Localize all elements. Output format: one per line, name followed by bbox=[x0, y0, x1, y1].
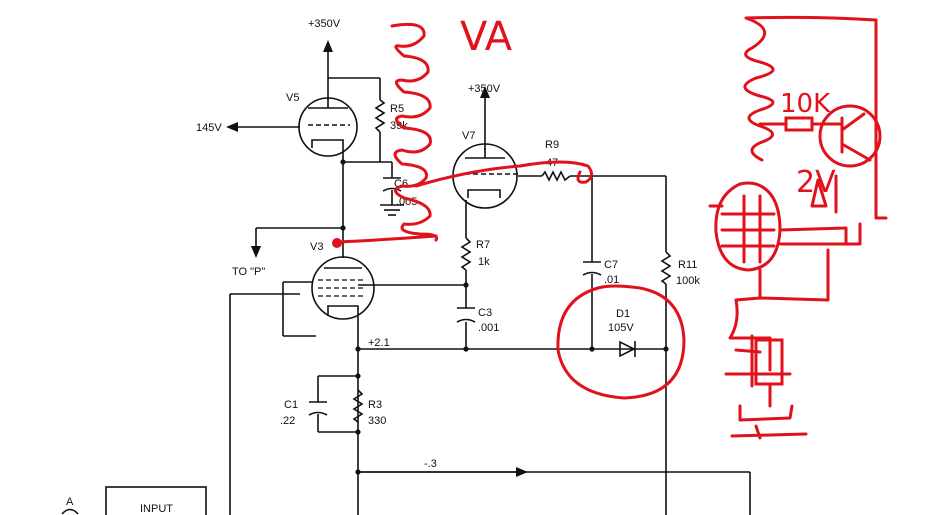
arrowheads bbox=[226, 40, 528, 477]
annotation-transistor bbox=[818, 104, 882, 168]
r3-name: R3 bbox=[368, 399, 382, 411]
supply-350v-left: +350V bbox=[308, 18, 341, 30]
resistor-r3 bbox=[352, 389, 364, 423]
annotation-10k: 10K bbox=[780, 89, 831, 119]
resistor-r9 bbox=[541, 170, 571, 182]
red-annotations: VA 10K 2V bbox=[332, 14, 888, 440]
resistor-r11 bbox=[660, 251, 672, 285]
input-terminal-label: A bbox=[66, 496, 74, 508]
r11-value: 100k bbox=[676, 275, 700, 287]
supply-350v-right: +350V bbox=[468, 83, 501, 95]
capacitor-c3 bbox=[456, 307, 476, 323]
capacitor-c1 bbox=[308, 401, 328, 416]
tube-v5 bbox=[298, 97, 358, 157]
wires bbox=[229, 50, 751, 515]
r7-name: R7 bbox=[476, 239, 490, 251]
annotation-sketch-top bbox=[743, 15, 878, 162]
c1-value: .22 bbox=[280, 415, 295, 427]
annotation-coil bbox=[390, 22, 439, 242]
annotation-dot-v3 bbox=[332, 238, 342, 248]
c3-value: .001 bbox=[478, 322, 499, 334]
annotation-grid-wire bbox=[336, 234, 438, 244]
net-plus-2-1: +2.1 bbox=[368, 337, 390, 349]
tube-v5-label: V5 bbox=[286, 92, 299, 104]
junction-dots bbox=[340, 159, 669, 475]
net-minus-0-3: -.3 bbox=[424, 458, 437, 470]
capacitor-c6 bbox=[380, 177, 404, 216]
r11-name: R11 bbox=[678, 259, 697, 271]
r3-value: 330 bbox=[368, 415, 386, 427]
c7-name: C7 bbox=[604, 259, 618, 271]
c1-name: C1 bbox=[284, 399, 298, 411]
diode-d1 bbox=[619, 340, 636, 358]
r5-name: R5 bbox=[390, 103, 404, 115]
annotation-sketch-resistor bbox=[754, 338, 784, 386]
input-block bbox=[61, 486, 207, 515]
c3-name: C3 bbox=[478, 307, 492, 319]
c7-value: .01 bbox=[604, 274, 619, 286]
annotation-sketch-tube bbox=[714, 181, 782, 272]
annotation-resistor-box bbox=[784, 116, 814, 132]
tube-v7-label: V7 bbox=[462, 130, 475, 142]
input-block-label: INPUT bbox=[140, 503, 173, 515]
annotation-va: VA bbox=[460, 14, 513, 60]
d1-name: D1 bbox=[616, 308, 630, 320]
net-to-p: TO "P" bbox=[232, 266, 265, 278]
capacitor-c7 bbox=[582, 261, 602, 276]
annotation-d1-circle bbox=[556, 284, 686, 400]
supply-145v: 145V bbox=[196, 122, 222, 134]
tube-v3 bbox=[311, 256, 375, 320]
annotation-v7-loop bbox=[414, 160, 593, 188]
tube-v3-label: V3 bbox=[310, 241, 323, 253]
d1-value: 105V bbox=[608, 322, 634, 334]
tube-v7 bbox=[452, 143, 518, 215]
annotation-sketch-bottom bbox=[724, 248, 830, 440]
resistor-r5 bbox=[374, 99, 386, 133]
schematic-labels: +350V +350V 145V V5 V7 V3 R5 39k R9 47 R… bbox=[66, 18, 700, 515]
r9-name: R9 bbox=[545, 139, 559, 151]
r7-value: 1k bbox=[478, 256, 490, 268]
resistor-r7 bbox=[460, 237, 472, 271]
